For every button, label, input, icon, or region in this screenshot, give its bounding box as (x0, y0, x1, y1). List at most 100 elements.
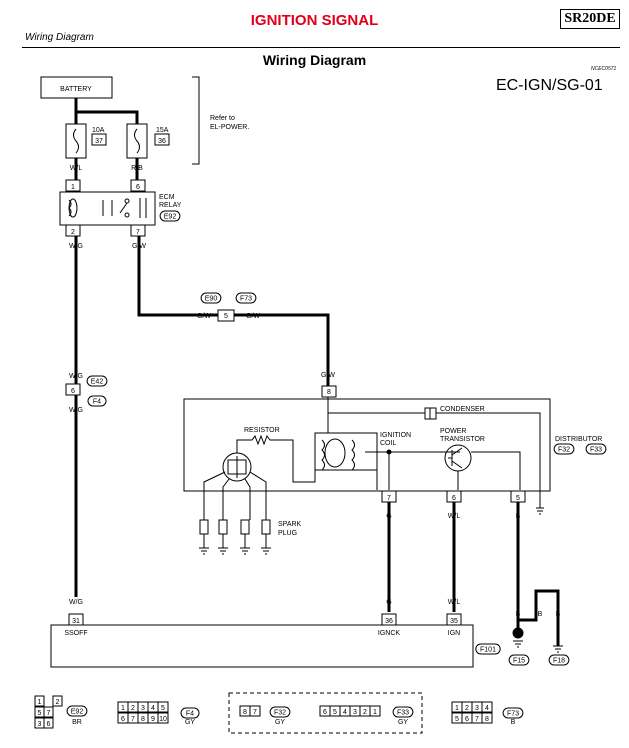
pill-ground-a: F15 (508, 654, 530, 666)
pill-ecm-relay: E92 (159, 210, 181, 222)
dist-pin-5: 5 (516, 495, 520, 502)
fuse-15a-num: 36 (158, 138, 166, 145)
pill-harness-gw-b-text: F73 (240, 296, 252, 303)
connector-pin: 7 (253, 709, 257, 716)
wire-label-wg-4: W/G (69, 599, 83, 606)
wire-label-b-3: B (538, 611, 543, 618)
pill-connector-f73-text: F73 (507, 711, 519, 718)
connector-pin: 3 (475, 705, 479, 712)
connector-pin: 2 (131, 705, 135, 712)
spark-plug-label-2: PLUG (278, 530, 297, 537)
wire-label-wl-top: W/L (70, 165, 83, 172)
ecm-relay-label-1: ECM (159, 194, 175, 201)
relay-pin-6: 6 (136, 184, 140, 191)
engine-badge: SR20DE (560, 9, 620, 29)
connector-pin: 6 (121, 716, 125, 723)
connector-pin: 5 (38, 710, 42, 717)
pill-connector-f73: F73 (502, 707, 524, 719)
header-divider (22, 47, 620, 48)
wire-label-wg-2: W/G (69, 373, 83, 380)
connector-pin: 1 (38, 699, 42, 706)
pill-connector-f33: F33 (392, 706, 414, 718)
wire-label-gw-3: G/W (246, 313, 260, 320)
dist-pin-7: 7 (387, 495, 391, 502)
pill-connector-f32: F32 (269, 706, 291, 718)
harness-gw-pin: 5 (224, 313, 228, 320)
pill-harness-wg-b-text: F4 (93, 399, 101, 406)
dist-pin-6: 6 (452, 495, 456, 502)
ignition-coil-label-2: COIL (380, 440, 396, 447)
refer-note-line1: Refer to (210, 115, 235, 122)
condenser-label: CONDENSER (440, 406, 485, 413)
connector-pin: 6 (323, 709, 327, 716)
ecm-pin-31: 31 (72, 618, 80, 625)
wire-label-wg-3: W/G (69, 407, 83, 414)
pill-connector-f32-text: F32 (274, 710, 286, 717)
connector-pin: 4 (343, 709, 347, 716)
wire-gw-right (234, 313, 330, 386)
connector-pin: 7 (475, 716, 479, 723)
connector-color-f32: GY (275, 719, 285, 726)
connector-pin: 2 (56, 699, 60, 706)
connector-color-e92: BR (72, 719, 82, 726)
pill-connector-f4: F4 (180, 707, 200, 719)
wire-label-gw-2: G/W (197, 313, 211, 320)
connector-pin: 1 (455, 705, 459, 712)
connector-pin: 5 (333, 709, 337, 716)
connector-pin: 3 (38, 721, 42, 728)
relay-pin-1: 1 (71, 184, 75, 191)
relay-pin-2: 2 (71, 229, 75, 236)
connector-pin: 10 (159, 716, 167, 723)
section-subtitle: Wiring Diagram (25, 32, 94, 43)
wire-label-gw-1: G/W (132, 243, 146, 250)
refer-bracket (192, 76, 200, 165)
pill-ecm: F101 (475, 643, 501, 655)
refer-note-line2: EL-POWER. (210, 124, 249, 131)
spark-plugs (199, 519, 271, 555)
pill-distributor-b-text: F33 (590, 447, 602, 454)
connector-pin: 8 (243, 709, 247, 716)
connector-pin: 9 (151, 716, 155, 723)
fuse-10a-element (73, 128, 79, 154)
wire-label-b-1: B (516, 513, 521, 520)
wire-label-b-4: B (556, 611, 561, 618)
connector-color-f33: GY (398, 719, 408, 726)
connector-pin: 4 (151, 705, 155, 712)
connector-pin: 2 (465, 705, 469, 712)
pill-ground-b: F18 (548, 654, 570, 666)
connector-color-f73: B (511, 719, 516, 726)
connector-color-f4: GY (185, 719, 195, 726)
wire-label-wg-1: W/G (69, 243, 83, 250)
wire-label-g-1: G (386, 513, 391, 520)
fuse-15a-amp: 15A (156, 127, 169, 134)
pill-connector-e92: E92 (66, 705, 88, 717)
power-transistor-label-1: POWER (440, 428, 466, 435)
connector-pin: 6 (47, 721, 51, 728)
connector-pin: 7 (47, 710, 51, 717)
diagram-code: EC-IGN/SG-01 (496, 77, 603, 94)
distributor-box (183, 398, 551, 492)
ecm-pin-35: 35 (450, 618, 458, 625)
fuse-15a-element (134, 128, 140, 154)
fuse-10a-amp: 10A (92, 127, 105, 134)
resistor-label: RESISTOR (244, 427, 280, 434)
spark-plug-label-1: SPARK (278, 521, 302, 528)
distributor-label: DISTRIBUTOR (555, 436, 602, 443)
wire-label-b-2: B (516, 611, 521, 618)
connector-pin: 1 (373, 709, 377, 716)
ecm-terminal-ssoff: SSOFF (64, 630, 87, 637)
connector-pin: 8 (141, 716, 145, 723)
wire-label-gw-4: G/W (321, 372, 335, 379)
pill-distributor-a: F32 (553, 443, 575, 455)
wire-label-wl-1: W/L (448, 513, 461, 520)
pill-ground-b-text: F18 (553, 658, 565, 665)
connector-pin: 3 (353, 709, 357, 716)
pill-harness-gw-a-text: E90 (205, 296, 218, 303)
pill-harness-wg-b: F4 (87, 395, 107, 407)
dist-pin-8: 8 (327, 389, 331, 396)
connector-pin: 6 (465, 716, 469, 723)
